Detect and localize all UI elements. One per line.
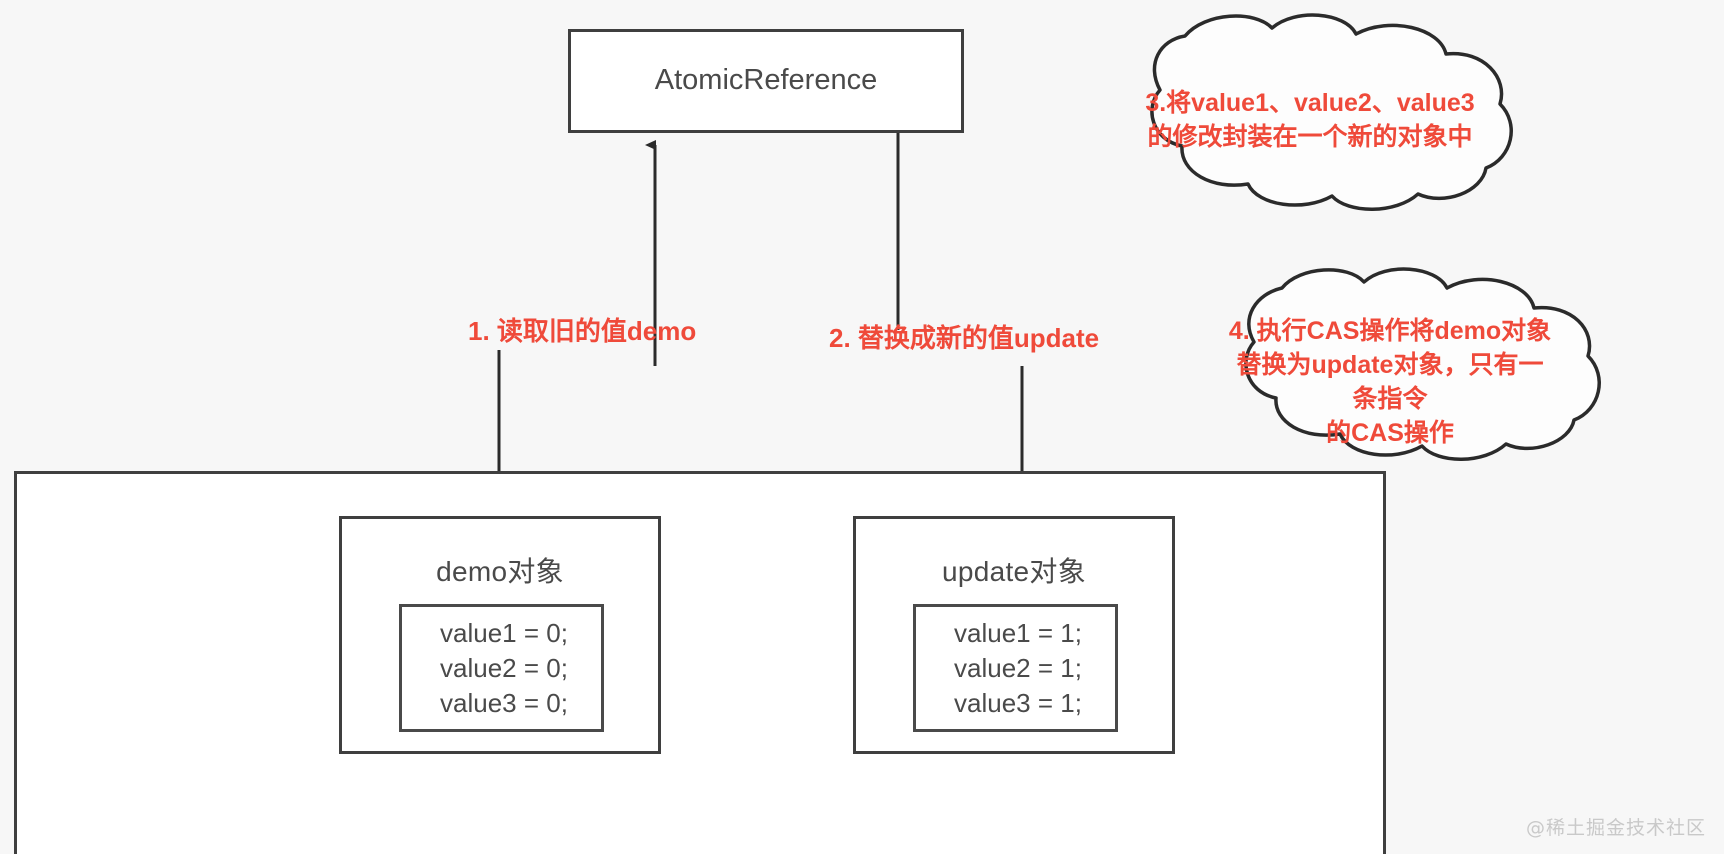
cloud-callout-2-text: 4. 执行CAS操作将demo对象 替换为update对象，只有一条指令 的CA… [1228, 317, 1552, 447]
update-field-value3: value3 = 1; [954, 687, 1082, 718]
objects-container [14, 471, 1386, 854]
step-1-label: 1. 读取旧的值demo [468, 316, 697, 346]
atomic-reference-label: AtomicReference [654, 64, 878, 96]
update-object-box[interactable]: update对象 value1 = 1; value2 = 1; value3 … [853, 516, 1175, 754]
demo-field-value3: value3 = 0; [440, 687, 568, 718]
cloud-callout-1: 3.将value1、value2、value3 的修改封装在一个新的对象中 [1090, 18, 1530, 214]
step-2-label: 2. 替换成新的值update [829, 323, 1100, 353]
watermark: @稀土掘金技术社区 [1525, 817, 1706, 839]
demo-field-value1: value1 = 0; [440, 617, 568, 648]
cloud-callout-2: 4. 执行CAS操作将demo对象 替换为update对象，只有一条指令 的CA… [1180, 262, 1600, 452]
demo-object-title: demo对象 [436, 556, 564, 587]
update-field-value2: value2 = 1; [954, 652, 1082, 683]
demo-field-value2: value2 = 0; [440, 652, 568, 683]
update-object-fields: value1 = 1; value2 = 1; value3 = 1; [913, 604, 1118, 732]
demo-object-fields: value1 = 0; value2 = 0; value3 = 0; [399, 604, 604, 732]
update-object-title: update对象 [941, 556, 1087, 587]
update-field-value1: value1 = 1; [954, 617, 1082, 648]
cloud-callout-1-text: 3.将value1、value2、value3 的修改封装在一个新的对象中 [1145, 89, 1475, 151]
atomic-reference-box[interactable]: AtomicReference [568, 29, 964, 133]
demo-object-box[interactable]: demo对象 value1 = 0; value2 = 0; value3 = … [339, 516, 661, 754]
